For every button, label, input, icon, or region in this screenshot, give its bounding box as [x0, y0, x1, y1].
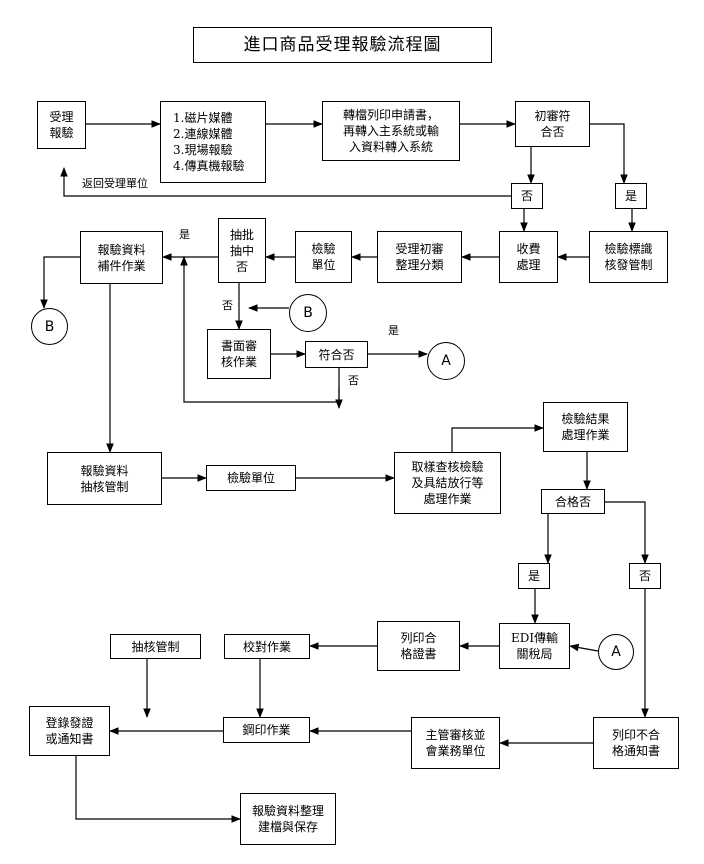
node-audit-ctrl-2: 抽核管制 — [110, 634, 201, 659]
node-no-2: 否 — [629, 563, 661, 589]
connector-a-1: A — [427, 342, 465, 380]
arrow-a-to-edi — [569, 643, 599, 652]
node-print-fail: 列印不合 格通知書 — [593, 717, 679, 769]
label-yes-conform: 是 — [388, 324, 399, 337]
connector-b-2: B — [289, 294, 327, 332]
node-fee: 收費 處理 — [499, 231, 558, 283]
arrow-register-to-archive — [75, 756, 241, 823]
node-sort: 受理初審 整理分類 — [377, 231, 462, 283]
node-no-1: 否 — [511, 183, 543, 209]
node-sampling: 抽批 抽中 否 — [218, 218, 266, 283]
label-return: 返回受理單位 — [82, 177, 148, 190]
node-supervisor: 主管審核並 會業務單位 — [411, 717, 500, 769]
node-channels: 1.磁片媒體 2.連線媒體 3.現場報驗 4.傳真機報驗 — [160, 101, 266, 183]
connector-a-2: A — [598, 634, 634, 670]
node-audit-ctrl: 報驗資料 抽核管制 — [47, 452, 162, 505]
label-yes-sampling: 是 — [179, 228, 190, 241]
node-accept: 受理 報驗 — [37, 101, 86, 149]
connector-b-1: B — [31, 308, 68, 345]
node-supplement: 報驗資料 補件作業 — [80, 231, 163, 284]
node-print-cert: 列印合 格證書 — [377, 621, 460, 671]
node-first-review: 初審符 合否 — [515, 101, 590, 147]
arrow-conform-no-loop — [180, 256, 340, 403]
arrow-supplement-to-b — [40, 256, 80, 309]
diagram-title: 進口商品受理報驗流程圖 — [193, 27, 492, 63]
label-no-sampling: 否 — [222, 299, 233, 312]
node-label-mgmt: 檢驗標識 核發管制 — [589, 231, 668, 283]
node-conform: 符合否 — [305, 341, 368, 368]
node-yes-1: 是 — [615, 183, 647, 209]
node-stamp: 鋼印作業 — [223, 717, 310, 743]
node-sample-check: 取樣查核檢驗 及具結放行等 處理作業 — [394, 452, 501, 514]
node-inspect-unit-1: 檢驗 單位 — [295, 231, 352, 283]
node-inspect-unit-2: 檢驗單位 — [206, 465, 296, 491]
node-proofread: 校對作業 — [224, 634, 310, 659]
node-result-proc: 檢驗結果 處理作業 — [543, 402, 628, 452]
label-no-conform: 否 — [348, 374, 359, 387]
node-transfer: 轉檔列印申請書， 再轉入主系統或輸 入資料轉入系統 — [322, 101, 460, 161]
node-doc-review: 書面審 核作業 — [207, 329, 271, 379]
node-register: 登錄發證 或通知書 — [29, 706, 110, 756]
arrow-review-to-yes — [590, 123, 628, 184]
node-edi: EDI傳輸 關稅局 — [499, 623, 570, 669]
arrow-sample-to-result — [451, 424, 544, 452]
arrow-pass-to-no — [605, 501, 649, 564]
arrow-return-to-accept — [60, 167, 511, 197]
node-archive: 報驗資料整理 建檔與保存 — [240, 793, 336, 845]
node-pass: 合格否 — [541, 489, 605, 514]
node-yes-2: 是 — [518, 563, 550, 589]
